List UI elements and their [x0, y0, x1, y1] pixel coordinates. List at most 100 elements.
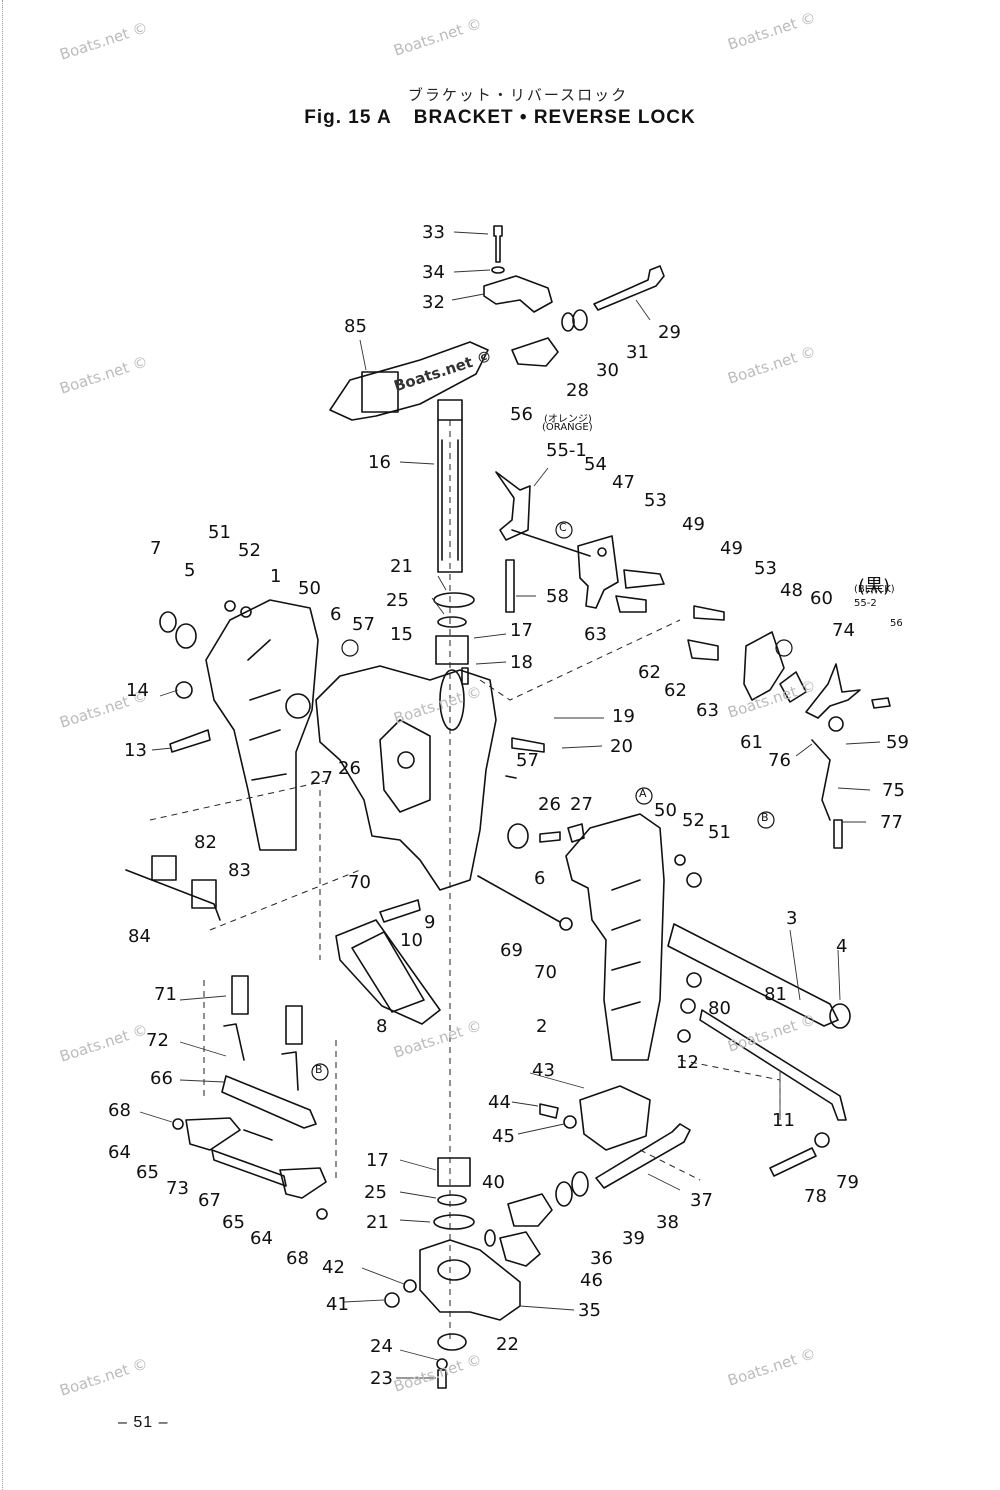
- callout-label: (ORANGE): [542, 422, 593, 433]
- callout-label: 25: [364, 1182, 387, 1203]
- callout-label: 21: [390, 556, 413, 577]
- callout-label: 14: [126, 680, 149, 701]
- leader-line: [399, 461, 435, 465]
- part-plate-47: [577, 535, 619, 609]
- callout-label: (オレンジ): [544, 414, 592, 425]
- callout-label: 15: [390, 624, 413, 645]
- leader-line: [795, 743, 813, 757]
- part-rod-69: [477, 875, 561, 923]
- leader-line: [511, 1101, 539, 1107]
- callout-label: 3: [786, 908, 798, 929]
- part-pin-57: [505, 775, 517, 779]
- part-bolt-49-far: [693, 605, 725, 621]
- callout-label: 59: [886, 732, 909, 753]
- callout-label: 37: [690, 1190, 713, 1211]
- callout-label: 69: [500, 940, 523, 961]
- leader-line: [453, 231, 489, 235]
- callout-label: (黒): [858, 576, 891, 597]
- callout-label: 32: [422, 292, 445, 313]
- callout-label: 53: [754, 558, 777, 579]
- callout-label: 40: [482, 1172, 505, 1193]
- page-edge-guide: [2, 0, 3, 1490]
- part-clip-22: [437, 1333, 467, 1351]
- callout-label: 71: [154, 984, 177, 1005]
- callout-label: 35: [578, 1300, 601, 1321]
- callout-label: 85: [344, 316, 367, 337]
- callout-label: 66: [150, 1068, 173, 1089]
- callout-label: B: [315, 1063, 323, 1076]
- marker-circle: [341, 639, 359, 657]
- leader-line: [451, 293, 485, 301]
- marker-circle: [757, 811, 775, 829]
- part-rod-84: [125, 869, 221, 921]
- marker-circle: [635, 787, 653, 805]
- part-bracket-85: [329, 341, 489, 421]
- leader-line: [399, 1349, 439, 1361]
- callout-label: 16: [368, 452, 391, 473]
- part-shaft-crossbar: [511, 529, 591, 557]
- callout-label: 77: [880, 812, 903, 833]
- part-knob-55-2: [871, 697, 891, 709]
- part-clamp-bracket-1: [205, 599, 319, 851]
- callout-label: 30: [596, 360, 619, 381]
- part-lower-mount-35: [419, 1239, 521, 1321]
- part-bolt-26-right: [539, 831, 561, 843]
- part-washer-30: [561, 312, 575, 332]
- callout-label: 60: [810, 588, 833, 609]
- callout-label: 26: [538, 794, 561, 815]
- leader-line: [837, 949, 841, 1001]
- callout-label: 7: [150, 538, 162, 559]
- part-nut-68-right: [316, 1208, 328, 1220]
- part-bolt-37: [595, 1123, 691, 1189]
- callout-label: 1: [270, 566, 282, 587]
- callout-label: 67: [198, 1190, 221, 1211]
- callout-label: 55-2: [854, 598, 877, 609]
- part-link-72-a: [223, 1023, 245, 1061]
- callout-label: 27: [310, 768, 333, 789]
- callout-label: C: [559, 521, 567, 534]
- leader-line: [361, 1267, 405, 1285]
- callout-label: 74: [832, 620, 855, 641]
- callout-label: 44: [488, 1092, 511, 1113]
- callout-label: (BLACK): [854, 584, 895, 595]
- leader-line: [533, 467, 549, 487]
- part-spring-71-a: [231, 975, 249, 1015]
- callout-label: 36: [590, 1248, 613, 1269]
- guide-line: [149, 779, 331, 821]
- callout-label: 78: [804, 1186, 827, 1207]
- callout-label: 62: [664, 680, 687, 701]
- marker-circle: [775, 639, 793, 657]
- guide-line: [479, 619, 681, 701]
- callout-label: 79: [836, 1172, 859, 1193]
- callout-label: 49: [720, 538, 743, 559]
- part-washer-14: [175, 681, 193, 699]
- callout-label: 6: [330, 604, 342, 625]
- part-bolt-78: [769, 1147, 817, 1177]
- part-washer-6-right: [507, 823, 529, 849]
- part-rod-11: [699, 1009, 847, 1121]
- callout-label: 80: [708, 998, 731, 1019]
- part-bolt-23: [437, 1369, 447, 1389]
- callout-label: 12: [676, 1052, 699, 1073]
- part-bolt-49-right: [623, 569, 665, 589]
- callout-label: 48: [780, 580, 803, 601]
- callout-label: 39: [622, 1228, 645, 1249]
- callout-label: 9: [424, 912, 436, 933]
- callout-label: 13: [124, 740, 147, 761]
- callout-label: 18: [510, 652, 533, 673]
- leader-line: [519, 1305, 575, 1311]
- part-washer-42: [403, 1279, 417, 1293]
- callout-label: 56: [890, 618, 903, 629]
- part-ring-25: [437, 616, 467, 628]
- callout-label: 2: [536, 1016, 548, 1037]
- part-bolt-29: [593, 265, 665, 311]
- part-washer-45: [563, 1115, 577, 1129]
- callout-label: 58: [546, 586, 569, 607]
- callout-label: 28: [566, 380, 589, 401]
- leader-line: [139, 1111, 173, 1123]
- part-washer-80: [680, 998, 696, 1014]
- part-washer-70-right: [559, 917, 573, 931]
- callout-label: 25: [386, 590, 409, 611]
